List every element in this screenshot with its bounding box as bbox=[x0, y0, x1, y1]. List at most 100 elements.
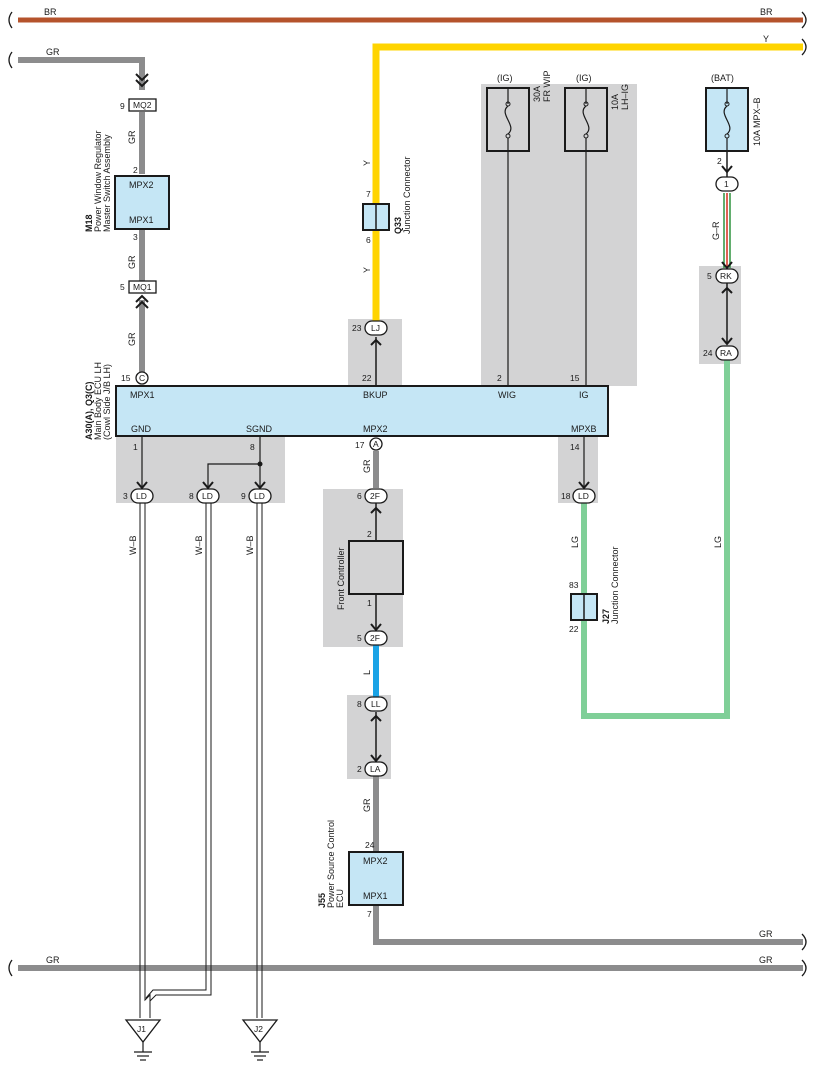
break-gr-right-2 bbox=[801, 959, 807, 977]
j55-box bbox=[348, 851, 404, 906]
fuse-mpxb-arrow bbox=[721, 165, 733, 174]
q33-pin-bottom: 6 bbox=[366, 235, 371, 245]
fuse-wip-supply: (IG) bbox=[497, 73, 513, 83]
rk-ra-group: 5 RK 24 RA bbox=[703, 261, 739, 361]
mq2-arrow bbox=[135, 73, 149, 88]
ld-connectors: 3 LD 8 LD 9 LD 18 LD bbox=[123, 481, 596, 504]
label-gr-mpx2: GR bbox=[362, 459, 372, 473]
q33-name: Junction Connector bbox=[402, 156, 412, 234]
label-g-r: G–R bbox=[711, 221, 721, 240]
fuse-mpxb-label: 10A MPX–B bbox=[752, 97, 762, 146]
lj-pin: 23 bbox=[352, 323, 362, 333]
ld18-pin: 18 bbox=[561, 491, 571, 501]
ecu-bkup-pin: 22 bbox=[362, 373, 372, 383]
ecu-wig-pin: 2 bbox=[497, 373, 502, 383]
label-gr-right-2: GR bbox=[759, 955, 773, 965]
wire-wb-2 bbox=[145, 503, 212, 1002]
rk-code: RK bbox=[720, 271, 732, 281]
ground-j2-triangle bbox=[241, 1019, 279, 1044]
ld3-arrow bbox=[136, 481, 148, 490]
ld8-arrow bbox=[202, 481, 214, 490]
j55-group: 24 MPX2 MPX1 7 J55 Power Source Control … bbox=[317, 820, 404, 919]
q33-code: Q33 bbox=[393, 217, 403, 234]
ecu-gnd-pin: 1 bbox=[133, 442, 138, 452]
fuse-mpxb-connector bbox=[715, 176, 739, 192]
main-body-ecu: 22 2 15 MPX1 BKUP WIG IG GND SGND MPX2 M… bbox=[84, 362, 609, 452]
wire-wb-1 bbox=[139, 503, 151, 1018]
wire-gr-j55-out bbox=[373, 905, 803, 945]
lj-arrow bbox=[370, 338, 382, 346]
q33-pin-top: 7 bbox=[366, 189, 371, 199]
label-gr-v3: GR bbox=[127, 332, 137, 346]
ll-pin: 8 bbox=[357, 699, 362, 709]
rk-arrow bbox=[721, 261, 733, 270]
la-pin: 2 bbox=[357, 764, 362, 774]
j27-code: J27 bbox=[601, 609, 611, 624]
j55-pin-bottom: 7 bbox=[367, 909, 372, 919]
ld18-arrow bbox=[578, 481, 590, 490]
break-br-left bbox=[8, 11, 13, 29]
fuse-wip-name: FR WIP bbox=[542, 71, 552, 103]
front-pin-bottom: 1 bbox=[367, 598, 372, 608]
ecu-connector-a bbox=[369, 437, 383, 451]
mq2-connector bbox=[128, 98, 157, 112]
ecu-gnd-label: GND bbox=[131, 424, 152, 434]
fuse-mpxb: (BAT) 10A MPX–B 2 1 bbox=[705, 73, 762, 192]
lj-code: LJ bbox=[371, 323, 380, 333]
ecu-sgnd-label: SGND bbox=[246, 424, 273, 434]
wires bbox=[18, 17, 803, 1018]
rk-arrow-2 bbox=[721, 286, 733, 294]
fuse-wip: (IG) 30A FR WIP bbox=[486, 71, 552, 152]
ll-arrow bbox=[370, 714, 382, 722]
f2-top-code: 2F bbox=[370, 491, 380, 501]
front-controller-group: 6 2F 2 1 Front Controller 5 2F bbox=[336, 488, 404, 646]
fuse-lhig: (IG) 10A LH–IG bbox=[564, 73, 630, 152]
label-wb-2: W–B bbox=[194, 535, 204, 555]
ld8-code: LD bbox=[202, 491, 213, 501]
label-y-v2: Y bbox=[362, 267, 372, 273]
ll-la-group: 8 LL 2 LA bbox=[357, 696, 388, 777]
m18-pin-bottom: 3 bbox=[133, 232, 138, 242]
j27-name: Junction Connector bbox=[610, 546, 620, 624]
break-gr-right-1 bbox=[801, 933, 807, 951]
label-l: L bbox=[362, 670, 372, 675]
la-connector bbox=[364, 761, 388, 777]
ll-code: LL bbox=[371, 699, 381, 709]
fuse-lhig-rating: 10A bbox=[610, 94, 620, 110]
label-gr-v1: GR bbox=[127, 130, 137, 144]
front-pin-top: 2 bbox=[367, 529, 372, 539]
f2-bot-pin: 5 bbox=[357, 633, 362, 643]
ecu-mpx1-label: MPX1 bbox=[130, 390, 155, 400]
m18-name-1: Power Window Regulator bbox=[93, 130, 103, 232]
front-controller-name: Front Controller bbox=[336, 547, 346, 610]
ecu-wig-label: WIG bbox=[498, 390, 516, 400]
la-arrow bbox=[370, 754, 382, 763]
ecu-mpx1-pin: 15 bbox=[121, 373, 131, 383]
ld9-arrow bbox=[254, 481, 266, 490]
label-gr-j55: GR bbox=[362, 798, 372, 812]
splice-dot bbox=[257, 461, 263, 467]
mq1-pin: 5 bbox=[120, 282, 125, 292]
mq1-code: MQ1 bbox=[133, 282, 152, 292]
ra-pin: 24 bbox=[703, 348, 713, 358]
label-wb-1: W–B bbox=[128, 535, 138, 555]
break-gr-left bbox=[8, 959, 13, 977]
la-code: LA bbox=[370, 764, 381, 774]
label-br-right: BR bbox=[760, 7, 773, 17]
wire-wb-3 bbox=[256, 503, 263, 1018]
ecu-connector-c bbox=[135, 371, 149, 385]
ecu-box bbox=[115, 385, 609, 437]
f2-top-pin: 6 bbox=[357, 491, 362, 501]
break-y-right bbox=[801, 38, 807, 56]
ecu-mpxb-label: MPXB bbox=[571, 424, 597, 434]
ecu-mpx2-pin: 17 bbox=[355, 440, 365, 450]
j27-group: 83 22 J27 Junction Connector bbox=[569, 546, 620, 634]
ground-j1-label: J1 bbox=[137, 1024, 146, 1034]
ecu-ig-label: IG bbox=[579, 390, 589, 400]
label-y-right: Y bbox=[763, 34, 769, 44]
q33-group: 7 6 Q33 Junction Connector 23 LJ bbox=[352, 156, 412, 346]
ld3-connector bbox=[130, 488, 154, 504]
ecu-mpx2-label: MPX2 bbox=[363, 424, 388, 434]
m18-code: M18 bbox=[84, 214, 94, 232]
